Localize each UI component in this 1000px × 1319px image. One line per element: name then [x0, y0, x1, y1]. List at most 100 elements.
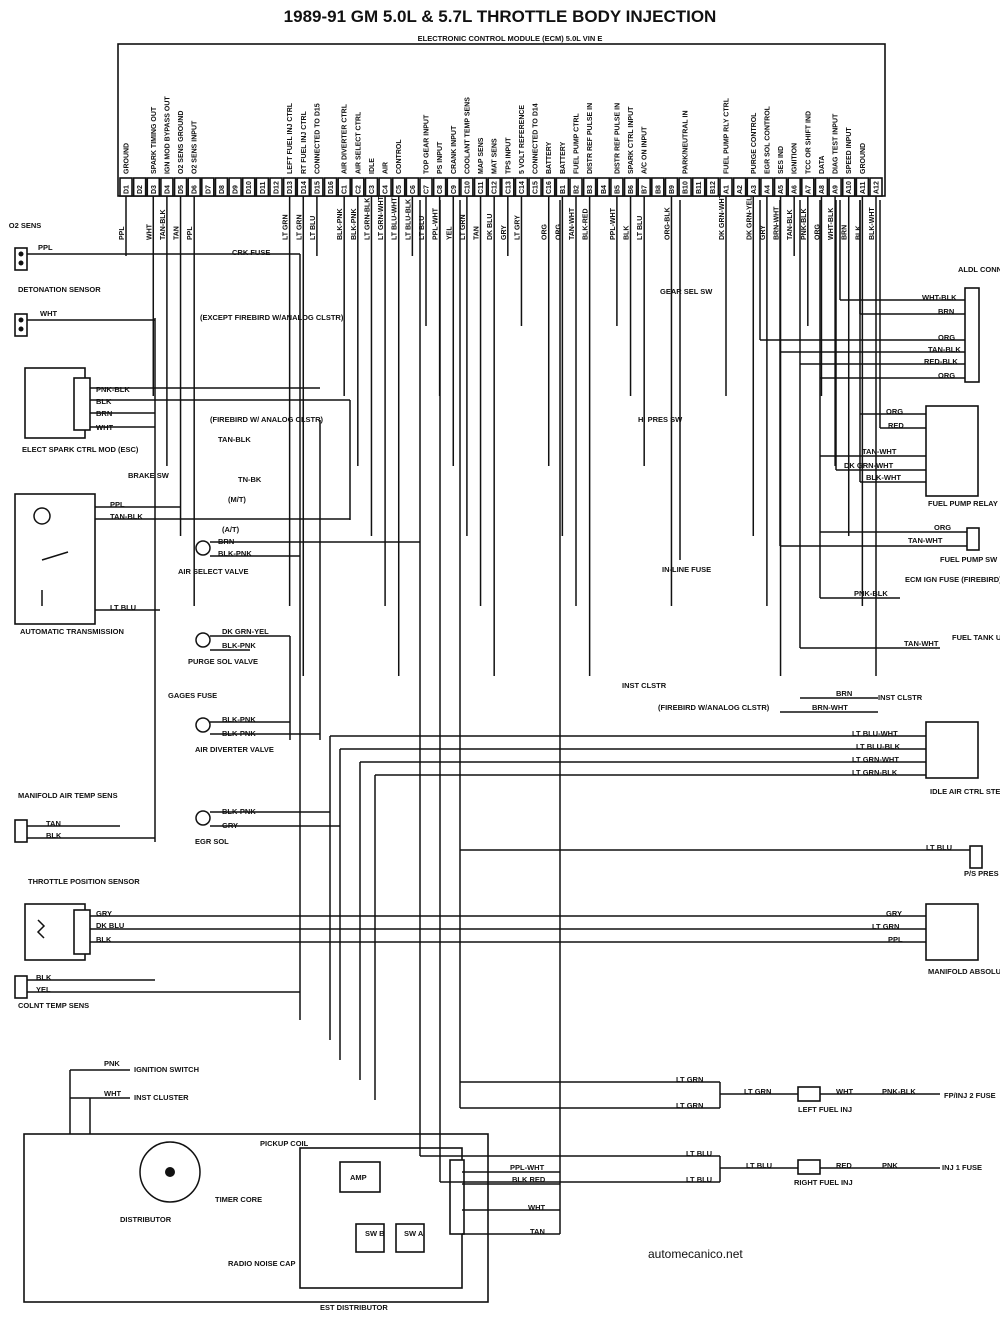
ecm-pin-function: DATA: [819, 156, 826, 174]
inst-clstr-label-2: INST CLSTR: [878, 693, 923, 702]
ecm-pin: [596, 177, 611, 197]
est-distributor: DISTRIBUTOR TIMER CORE PICKUP COIL AMP S…: [23, 1065, 489, 1312]
ecm-pin-wire-color: TAN-WHT: [569, 207, 576, 240]
ecm-pin-id: C1: [342, 185, 349, 194]
ecm-pin-function: DISTR REF PULSE IN: [614, 103, 621, 174]
wire-label: DK BLU: [96, 921, 124, 930]
ecm-pin-function: AIR DIVERTER CTRL: [342, 103, 349, 174]
ecm-pin: [678, 177, 692, 197]
ecm-pin: [705, 177, 720, 197]
ecm-pin-wire-color: BLK-WHT: [869, 207, 876, 240]
coolant-temp-sensor: COLNT TEMP SENS: [14, 975, 89, 1010]
ecm-pin-wire-color: WHT-BLK: [828, 208, 835, 240]
ecm-pin-function: IGNITION: [792, 143, 799, 174]
wire-label: BRN: [836, 689, 852, 698]
sw-b-label: SW B: [365, 1229, 385, 1238]
ecm-pin-function: IDLE: [369, 158, 376, 174]
mat-label: MANIFOLD AIR TEMP SENS: [18, 791, 118, 800]
ecm-pin-id: D5: [178, 185, 185, 194]
tps-label: THROTTLE POSITION SENSOR: [28, 877, 140, 886]
ecm-pin-id: D14: [301, 181, 308, 194]
ecm-pin-id: D7: [205, 185, 212, 194]
purge-sol-valve: PURGE SOL VALVE GAGES FUSE: [168, 632, 258, 700]
wire-label: LT BLU-BLK: [856, 742, 901, 751]
wire-label: BLK-PNK: [218, 549, 252, 558]
wire-label: PNK-BLK: [882, 1087, 916, 1096]
est-label: EST DISTRIBUTOR: [320, 1303, 388, 1312]
ecm-pin-id: D2: [137, 185, 144, 194]
wire-label: ORG: [938, 333, 955, 342]
o2-sensor-label: O2 SENS: [9, 221, 42, 230]
ecm-pin-id: D4: [164, 185, 171, 194]
wire-label: LT BLU: [686, 1149, 712, 1158]
wire-label: BRN-WHT: [812, 703, 848, 712]
ecm-pin-id: D9: [233, 185, 240, 194]
ecm-pin-function: DIAG TEST INPUT: [833, 113, 840, 174]
wire-labels: PPL WHT PNK-BLK BLK BRN WHT PPL TAN-BLK …: [36, 243, 961, 1236]
ecm-pin-wire-color: PPL: [119, 226, 126, 240]
iac-motor: IDLE AIR CTRL STEPPER MOTOR: [925, 721, 1000, 796]
ecm-pin-id: C12: [492, 181, 499, 194]
ecm-pin-wire-color: LT BLU: [419, 216, 426, 240]
air-select-label: AIR SELECT VALVE: [178, 567, 249, 576]
wire-label: LT GRN-WHT: [852, 755, 899, 764]
wire-label: BLK-WHT: [866, 473, 901, 482]
ecm-pin-function: CONNECTED TO D15: [314, 103, 321, 174]
ecm-pin-id: B10: [683, 181, 690, 194]
ecm-module: ELECTRONIC CONTROL MODULE (ECM) 5.0L VIN…: [117, 34, 886, 676]
left-inj-label: LEFT FUEL INJ: [798, 1105, 852, 1114]
wire-label: TN-BK: [238, 475, 262, 484]
wire-label: BRN: [96, 409, 112, 418]
ignition-sw-label: IGNITION SWITCH: [134, 1065, 199, 1074]
ecm-pin-id: C14: [519, 181, 526, 194]
ecm-pin-function: BATTERY: [560, 141, 567, 174]
ecm-pin-function: TPS INPUT: [505, 137, 512, 174]
ecm-pin-id: C2: [355, 185, 362, 194]
detonation-sensor: DETONATION SENSOR: [14, 285, 101, 337]
ecm-pin-id: D13: [287, 181, 294, 194]
ecm-pin-id: C8: [437, 185, 444, 194]
clt-label: COLNT TEMP SENS: [18, 1001, 89, 1010]
ecm-pin-function: O2 SENS GROUND: [178, 111, 185, 174]
wire-label: TAN: [46, 819, 61, 828]
ecm-pin-id: D11: [260, 181, 267, 194]
ecm-pin-id: C13: [505, 181, 512, 194]
ecm-pin-function: LEFT FUEL INJ CTRL: [287, 102, 294, 174]
wire-label: BLK-PNK: [222, 807, 256, 816]
wire-label: LT GRN: [676, 1075, 703, 1084]
wire-label: LT GRN: [744, 1087, 771, 1096]
ecm-pin: [732, 177, 747, 197]
ecm-pin-id: D12: [274, 181, 281, 194]
right-inj-label: RIGHT FUEL INJ: [794, 1178, 853, 1187]
ecm-pin-wire-color: LT GRN: [460, 214, 467, 240]
watermark: automecanico.net: [648, 1247, 743, 1261]
ecm-pin-wire-color: DK GRN-WHT: [719, 193, 726, 240]
ecm-pin-wire-color: DK GRN-YEL: [746, 196, 753, 240]
ecm-pin-wire-color: BLK-PNK: [337, 209, 344, 241]
transmission-label: AUTOMATIC TRANSMISSION: [20, 627, 124, 636]
inj1-fuse-label: INJ 1 FUSE: [942, 1163, 982, 1172]
wire-label: ORG: [938, 371, 955, 380]
esc-module-label: ELECT SPARK CTRL MOD (ESC): [22, 445, 139, 454]
wire-label: BLK: [46, 831, 62, 840]
ecm-pin-wire-color: WHT: [146, 223, 153, 240]
ecm-pin-function: SPEED INPUT: [846, 127, 853, 174]
ecm-pin-function: CONTROL: [396, 139, 403, 174]
wire-label: ORG: [886, 407, 903, 416]
ecm-pin-id: B2: [574, 185, 581, 194]
except-note: (EXCEPT FIREBIRD W/ANALOG CLSTR): [200, 313, 344, 322]
ecm-pin-wire-color: TAN-BLK: [160, 209, 167, 240]
sw-a-label: SW A: [404, 1229, 424, 1238]
ecm-pin: [201, 177, 215, 197]
wire-label: GRY: [886, 909, 902, 918]
ecm-pin-wire-color: PNK-BLK: [801, 209, 808, 241]
ecm-pin-id: A7: [805, 185, 812, 194]
aldl-connector: ALDL CONN: [958, 265, 1000, 383]
hi-pres-label: HI PRES SW: [638, 415, 683, 424]
map-label: MANIFOLD ABSOLUTE PRES SW: [928, 967, 1000, 976]
wire-label: WHT: [40, 309, 57, 318]
diagram-title: 1989-91 GM 5.0L & 5.7L THROTTLE BODY INJ…: [284, 7, 717, 26]
ecm-pin-id: B8: [655, 185, 662, 194]
ecm-pin: [651, 177, 665, 197]
